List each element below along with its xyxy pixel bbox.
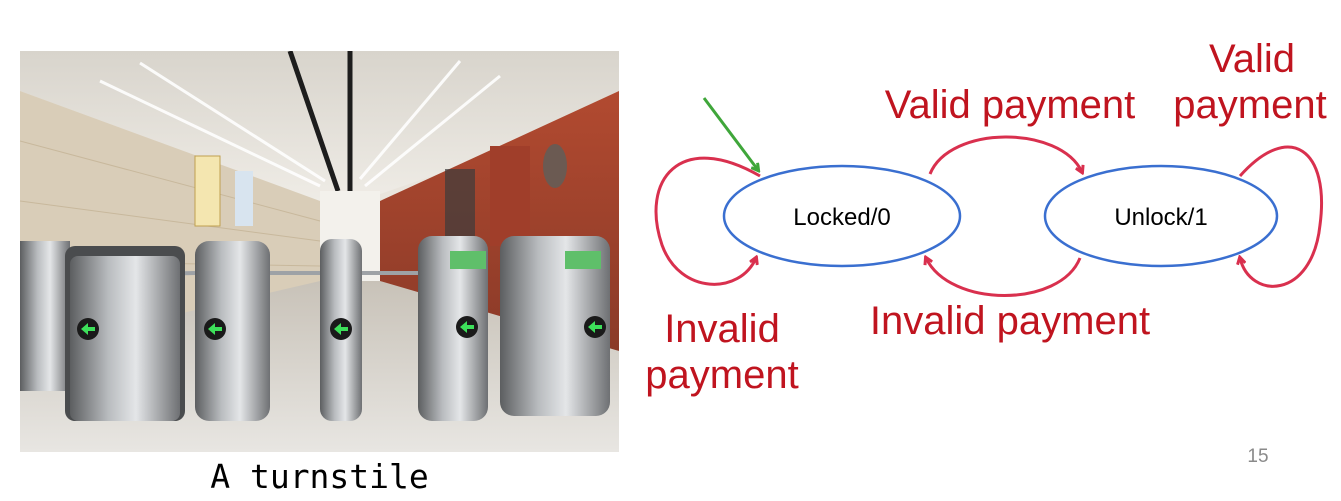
photo-caption: A turnstile — [210, 457, 429, 496]
state-locked-outline — [722, 164, 962, 268]
self-loop-locked-label-line2: payment — [645, 353, 798, 397]
initial-state-arrow — [702, 97, 758, 170]
state-diagram: Locked/0 Unlock/1 Valid payment Invalid … — [645, 37, 1326, 397]
state-locked: Locked/0 — [722, 164, 962, 268]
transition-locked-to-unlock — [928, 135, 1082, 174]
state-unlock-outline — [1043, 164, 1279, 268]
state-unlock-label: Unlock/1 — [1114, 204, 1207, 231]
transition-invalid-payment-label: Invalid payment — [870, 299, 1150, 343]
slide-number: 15 — [1247, 446, 1269, 467]
self-loop-unlock-label-line2: payment — [1173, 83, 1326, 127]
state-unlock: Unlock/1 — [1043, 164, 1279, 268]
self-loop-unlock — [1240, 145, 1323, 288]
state-locked-label: Locked/0 — [793, 204, 890, 231]
self-loop-locked-label-line1: Invalid — [664, 307, 780, 351]
self-loop-unlock-label-line1: Valid — [1209, 37, 1295, 81]
self-loop-locked — [654, 156, 761, 286]
transition-unlock-to-locked — [926, 258, 1082, 297]
turnstile-photo — [20, 51, 619, 452]
transition-valid-payment-label: Valid payment — [885, 83, 1136, 127]
